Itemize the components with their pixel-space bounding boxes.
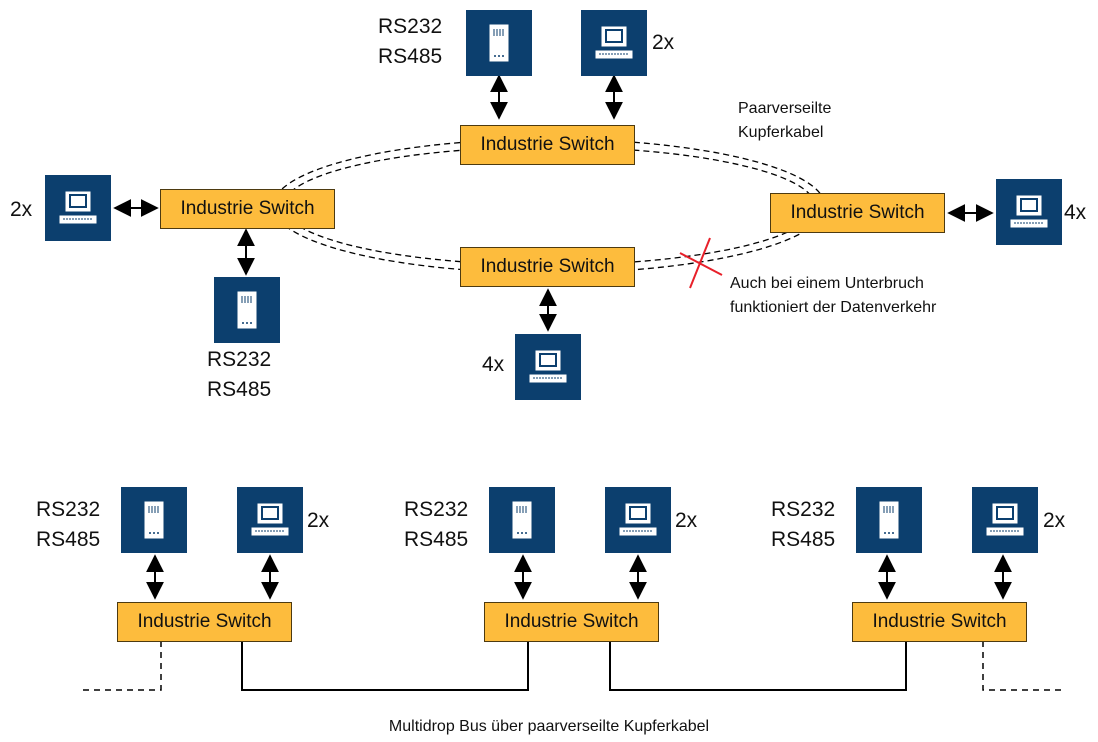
device-count-label: 2x: [1043, 509, 1066, 532]
serial-server-icon: [466, 10, 532, 76]
device-count-label: 4x: [1064, 201, 1087, 224]
serial-server-icon: [214, 277, 280, 343]
bus-cable-continuation: [80, 641, 1065, 691]
computer-icon: [515, 334, 581, 400]
bus-caption: Multidrop Bus über paarverseilte Kupferk…: [388, 718, 710, 735]
device-count-label: 2x: [10, 198, 33, 221]
cable-break-mark: [679, 237, 723, 289]
bus-cable: [241, 641, 907, 691]
industrial-switch-top: Industrie Switch: [460, 125, 635, 165]
industrial-switch-bus-1: Industrie Switch: [117, 602, 292, 642]
device-count-label: 2x: [675, 509, 698, 532]
industrial-switch-bottom: Industrie Switch: [460, 247, 635, 287]
industrial-switch-bus-2: Industrie Switch: [484, 602, 659, 642]
device-count-label: 4x: [482, 353, 505, 376]
computer-icon: [45, 175, 111, 241]
device-count-label: 2x: [652, 31, 675, 54]
serial-server-icon: [121, 487, 187, 553]
computer-icon: [605, 487, 671, 553]
computer-icon: [237, 487, 303, 553]
computer-icon: [996, 179, 1062, 245]
industrial-switch-left: Industrie Switch: [160, 189, 335, 229]
computer-icon: [972, 487, 1038, 553]
industrial-switch-right: Industrie Switch: [770, 193, 945, 233]
device-count-label: 2x: [307, 509, 330, 532]
serial-server-icon: [489, 487, 555, 553]
industrial-switch-bus-3: Industrie Switch: [852, 602, 1027, 642]
serial-server-icon: [856, 487, 922, 553]
computer-icon: [581, 10, 647, 76]
